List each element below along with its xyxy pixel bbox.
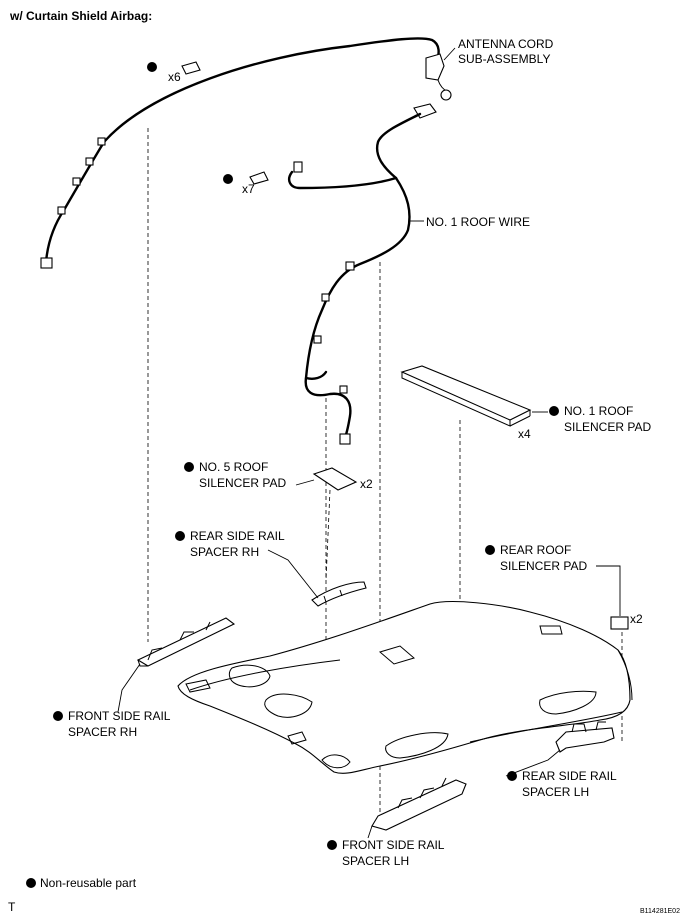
roof-wire xyxy=(288,112,424,445)
diagram-title: w/ Curtain Shield Airbag: xyxy=(9,9,152,23)
callout-rear-side-rail-spacer-lh: REAR SIDE RAIL SPACER LH xyxy=(507,769,617,799)
pad5-label-1: NO. 5 ROOF xyxy=(199,460,268,474)
clip-group-upper: x6 xyxy=(147,61,201,84)
callout-roof-silencer-pad-5: NO. 5 ROOF SILENCER PAD xyxy=(184,460,286,490)
non-reusable-dot-icon xyxy=(549,406,559,416)
front-rh-label-2: SPACER RH xyxy=(68,725,137,739)
clip-icon xyxy=(249,171,269,185)
pad1-label-1: NO. 1 ROOF xyxy=(564,404,633,418)
pad5-label-2: SILENCER PAD xyxy=(199,476,286,490)
clip-group-lower: x7 xyxy=(223,171,269,196)
clips-upper-count: x6 xyxy=(168,70,181,84)
callout-front-side-rail-spacer-rh: FRONT SIDE RAIL SPACER RH xyxy=(53,709,171,739)
antenna-cord-label-1: ANTENNA CORD xyxy=(458,37,554,51)
front-side-rail-spacer-rh xyxy=(136,617,236,667)
rear-roof-label-1: REAR ROOF xyxy=(500,543,571,557)
pad1-count: x4 xyxy=(518,427,531,441)
callout-rear-side-rail-spacer-rh: REAR SIDE RAIL SPACER RH xyxy=(175,529,285,559)
rear-side-rail-spacer-rh xyxy=(311,581,367,607)
callout-roof-silencer-pad-1: NO. 1 ROOF SILENCER PAD xyxy=(549,404,651,434)
non-reusable-dot-icon xyxy=(147,62,157,72)
roof-headliner xyxy=(177,601,633,774)
antenna-cord-label-2: SUB-ASSEMBLY xyxy=(458,52,550,66)
non-reusable-dot-icon xyxy=(327,840,337,850)
rear-side-rail-spacer-lh xyxy=(555,721,615,753)
front-rh-label-1: FRONT SIDE RAIL xyxy=(68,709,171,723)
non-reusable-dot-icon xyxy=(485,545,495,555)
footer-mark: T xyxy=(8,900,16,914)
front-lh-label-1: FRONT SIDE RAIL xyxy=(342,838,445,852)
legend-non-reusable: Non-reusable part xyxy=(40,876,137,890)
callout-rear-roof-silencer-pad: REAR ROOF SILENCER PAD xyxy=(485,543,587,573)
legend: Non-reusable part xyxy=(26,876,137,890)
non-reusable-dot-icon xyxy=(175,531,185,541)
front-side-rail-spacer-lh xyxy=(371,777,467,831)
callout-front-side-rail-spacer-lh: FRONT SIDE RAIL SPACER LH xyxy=(327,838,445,868)
rear-rh-label-2: SPACER RH xyxy=(190,545,259,559)
callout-antenna-cord: ANTENNA CORD SUB-ASSEMBLY xyxy=(458,37,554,66)
rear-roof-silencer-pad: x2 xyxy=(610,612,643,630)
roof-wire-label: NO. 1 ROOF WIRE xyxy=(426,215,530,229)
figure-code: B114281E02 xyxy=(640,908,680,915)
non-reusable-dot-icon xyxy=(223,174,233,184)
non-reusable-dot-icon xyxy=(53,711,63,721)
leader-lines xyxy=(117,411,621,839)
clip-icon xyxy=(181,61,201,75)
rear-lh-label-1: REAR SIDE RAIL xyxy=(522,769,617,783)
roof-silencer-pad-5: x2 xyxy=(312,467,373,491)
rear-lh-label-2: SPACER LH xyxy=(522,785,589,799)
roof-silencer-pad-1: x4 xyxy=(400,365,532,441)
rear-roof-label-2: SILENCER PAD xyxy=(500,559,587,573)
pad5-count: x2 xyxy=(360,477,373,491)
pad1-label-2: SILENCER PAD xyxy=(564,420,651,434)
rear-rh-label-1: REAR SIDE RAIL xyxy=(190,529,285,543)
front-lh-label-2: SPACER LH xyxy=(342,854,409,868)
non-reusable-dot-icon xyxy=(507,771,517,781)
non-reusable-dot-icon xyxy=(26,878,36,888)
clips-lower-count: x7 xyxy=(242,182,255,196)
non-reusable-dot-icon xyxy=(184,462,194,472)
rear-roof-pad-count: x2 xyxy=(630,612,643,626)
antenna-cord xyxy=(40,37,456,269)
